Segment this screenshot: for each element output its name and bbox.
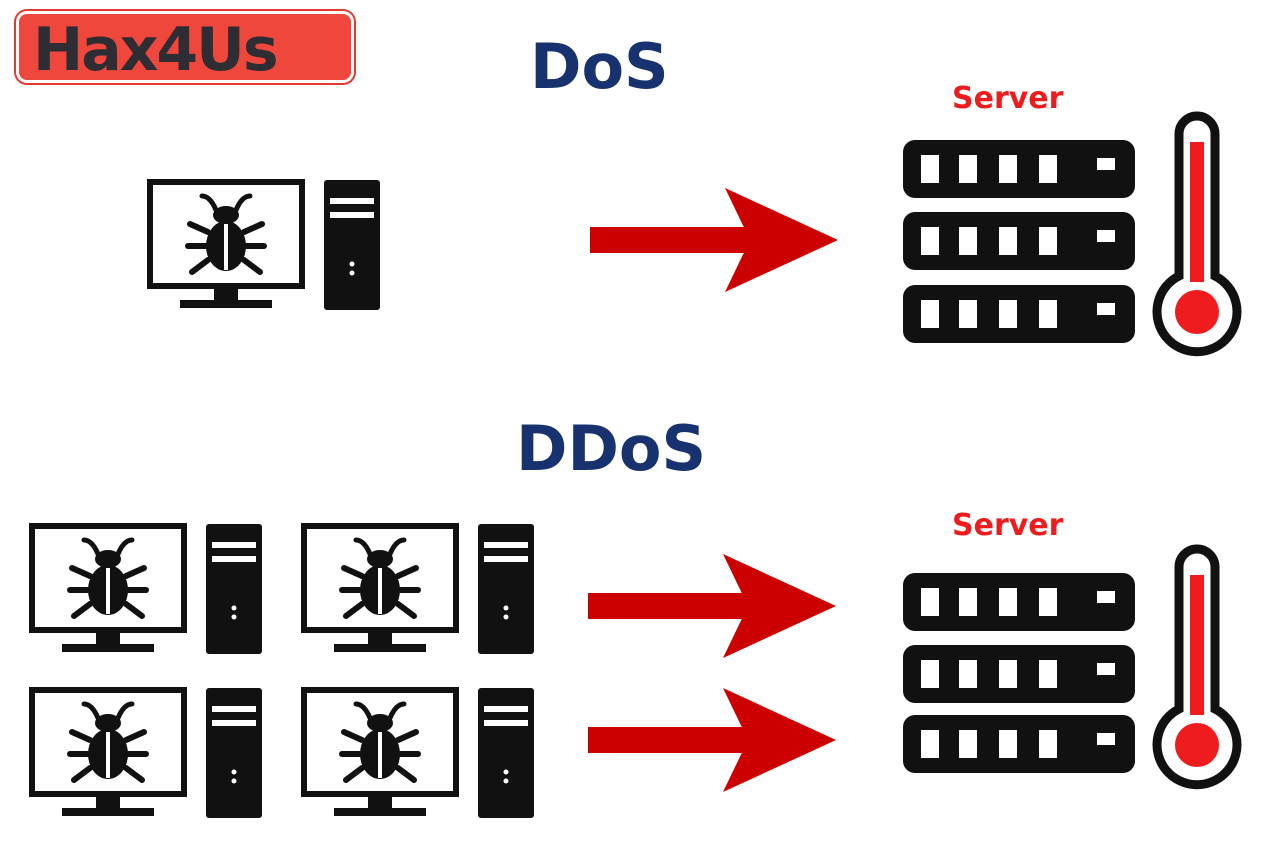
logo-text: Hax4Us bbox=[33, 15, 279, 83]
logo-badge: Hax4Us bbox=[16, 11, 354, 83]
ddos-attacker-computer-3 bbox=[32, 688, 262, 818]
ddos-attack-arrow-1 bbox=[588, 554, 836, 658]
dos-thermometer-icon bbox=[1157, 116, 1237, 352]
ddos-server-label: Server bbox=[952, 508, 1064, 543]
dos-attack-arrow bbox=[590, 188, 838, 292]
ddos-attacker-computer-1 bbox=[32, 524, 262, 654]
dos-heading: DoS bbox=[530, 30, 669, 103]
ddos-heading: DDoS bbox=[516, 412, 707, 485]
dos-server-label: Server bbox=[952, 81, 1064, 116]
ddos-thermometer-icon bbox=[1157, 549, 1237, 785]
ddos-attack-arrow-2 bbox=[588, 688, 836, 792]
ddos-attacker-computer-2 bbox=[304, 524, 534, 654]
ddos-attacker-computer-4 bbox=[304, 688, 534, 818]
dos-attacker-computer bbox=[150, 180, 380, 310]
dos-server-rack bbox=[903, 140, 1135, 343]
ddos-server-rack bbox=[903, 573, 1135, 773]
